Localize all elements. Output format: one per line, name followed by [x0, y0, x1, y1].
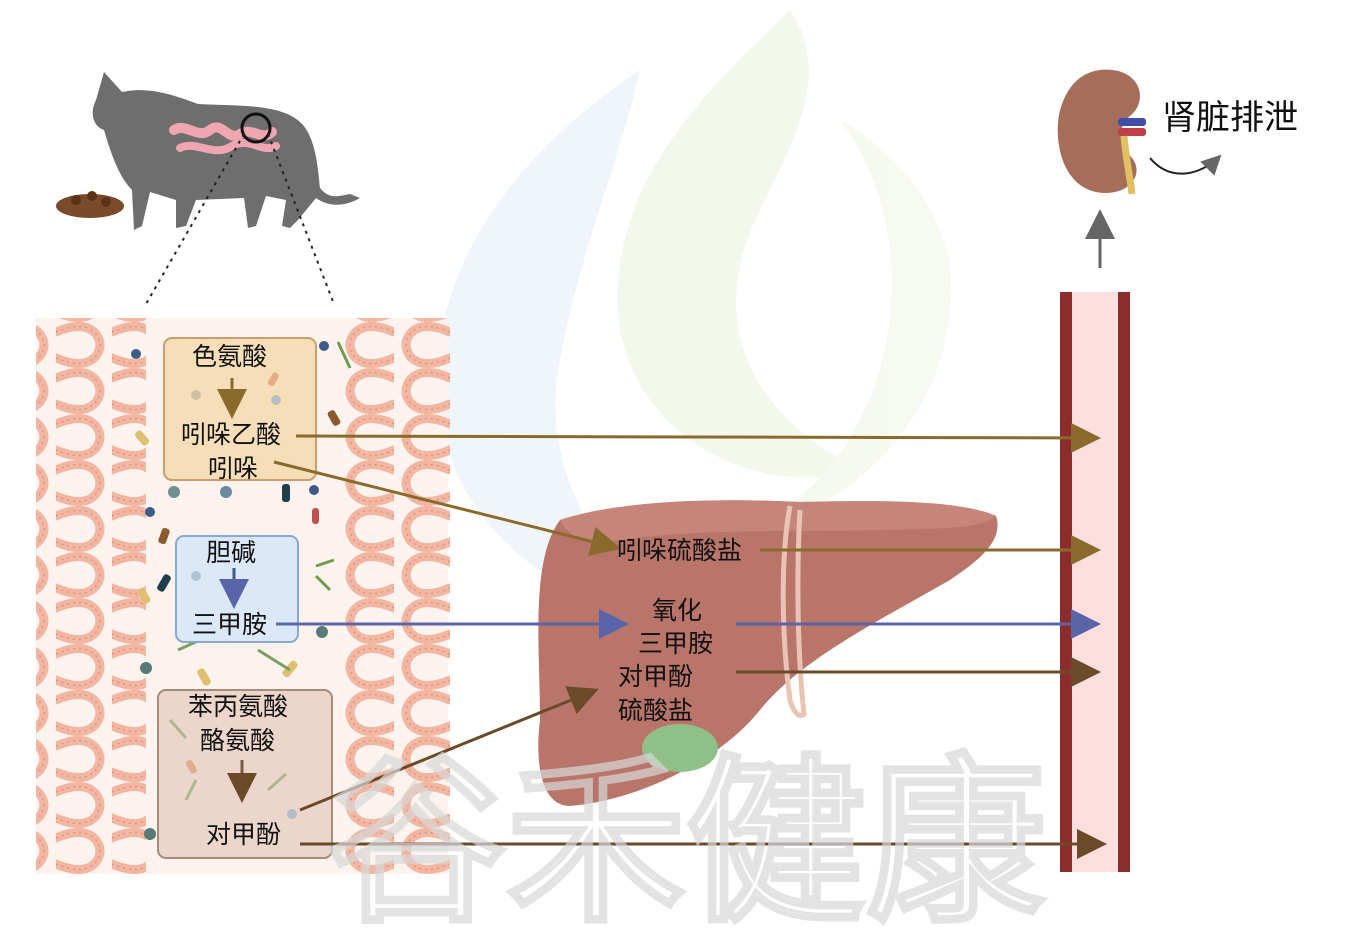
liver-icon [538, 500, 998, 806]
p-cresol-label: 对甲酚 [206, 820, 282, 849]
gut-bacteria [131, 341, 352, 840]
trimethylamine-label: 三甲胺 [192, 610, 268, 639]
indole-acetic-acid-label: 吲哚乙酸 [181, 420, 282, 449]
arrow-pcresol-to-liver [299, 686, 599, 812]
tmao-label-line1: 氧化 [652, 596, 703, 625]
indole-label: 吲哚 [208, 454, 259, 483]
arrow-iaa-to-blood [295, 422, 1101, 453]
excretion-curve-arrow [1149, 154, 1222, 176]
kidney-excretion-label: 肾脏排泄 [1162, 98, 1298, 138]
phenylalanine-label: 苯丙氨酸 [188, 692, 289, 721]
tyrosine-label: 酪氨酸 [200, 726, 276, 755]
cat-with-intestine-icon [92, 72, 361, 230]
indoxyl-sulfate-label: 吲哚硫酸盐 [617, 536, 743, 565]
zoom-line-left [145, 133, 245, 305]
tryptophan-label: 色氨酸 [192, 342, 268, 371]
blood-vessel-icon [1060, 292, 1130, 872]
watermark-text: 谷禾健康 [326, 739, 1046, 944]
background-leaf-logo [437, 10, 952, 620]
kidney-icon [1057, 69, 1146, 195]
choline-label: 胆碱 [206, 538, 257, 567]
p-cresyl-sulfate-label-line1: 对甲酚 [618, 662, 694, 691]
tmao-label-line2: 三甲胺 [638, 629, 714, 658]
kibble-pile-icon [56, 191, 124, 218]
p-cresyl-sulfate-label-line2: 硫酸盐 [618, 696, 694, 725]
arrow-indole-to-liver [273, 460, 621, 557]
